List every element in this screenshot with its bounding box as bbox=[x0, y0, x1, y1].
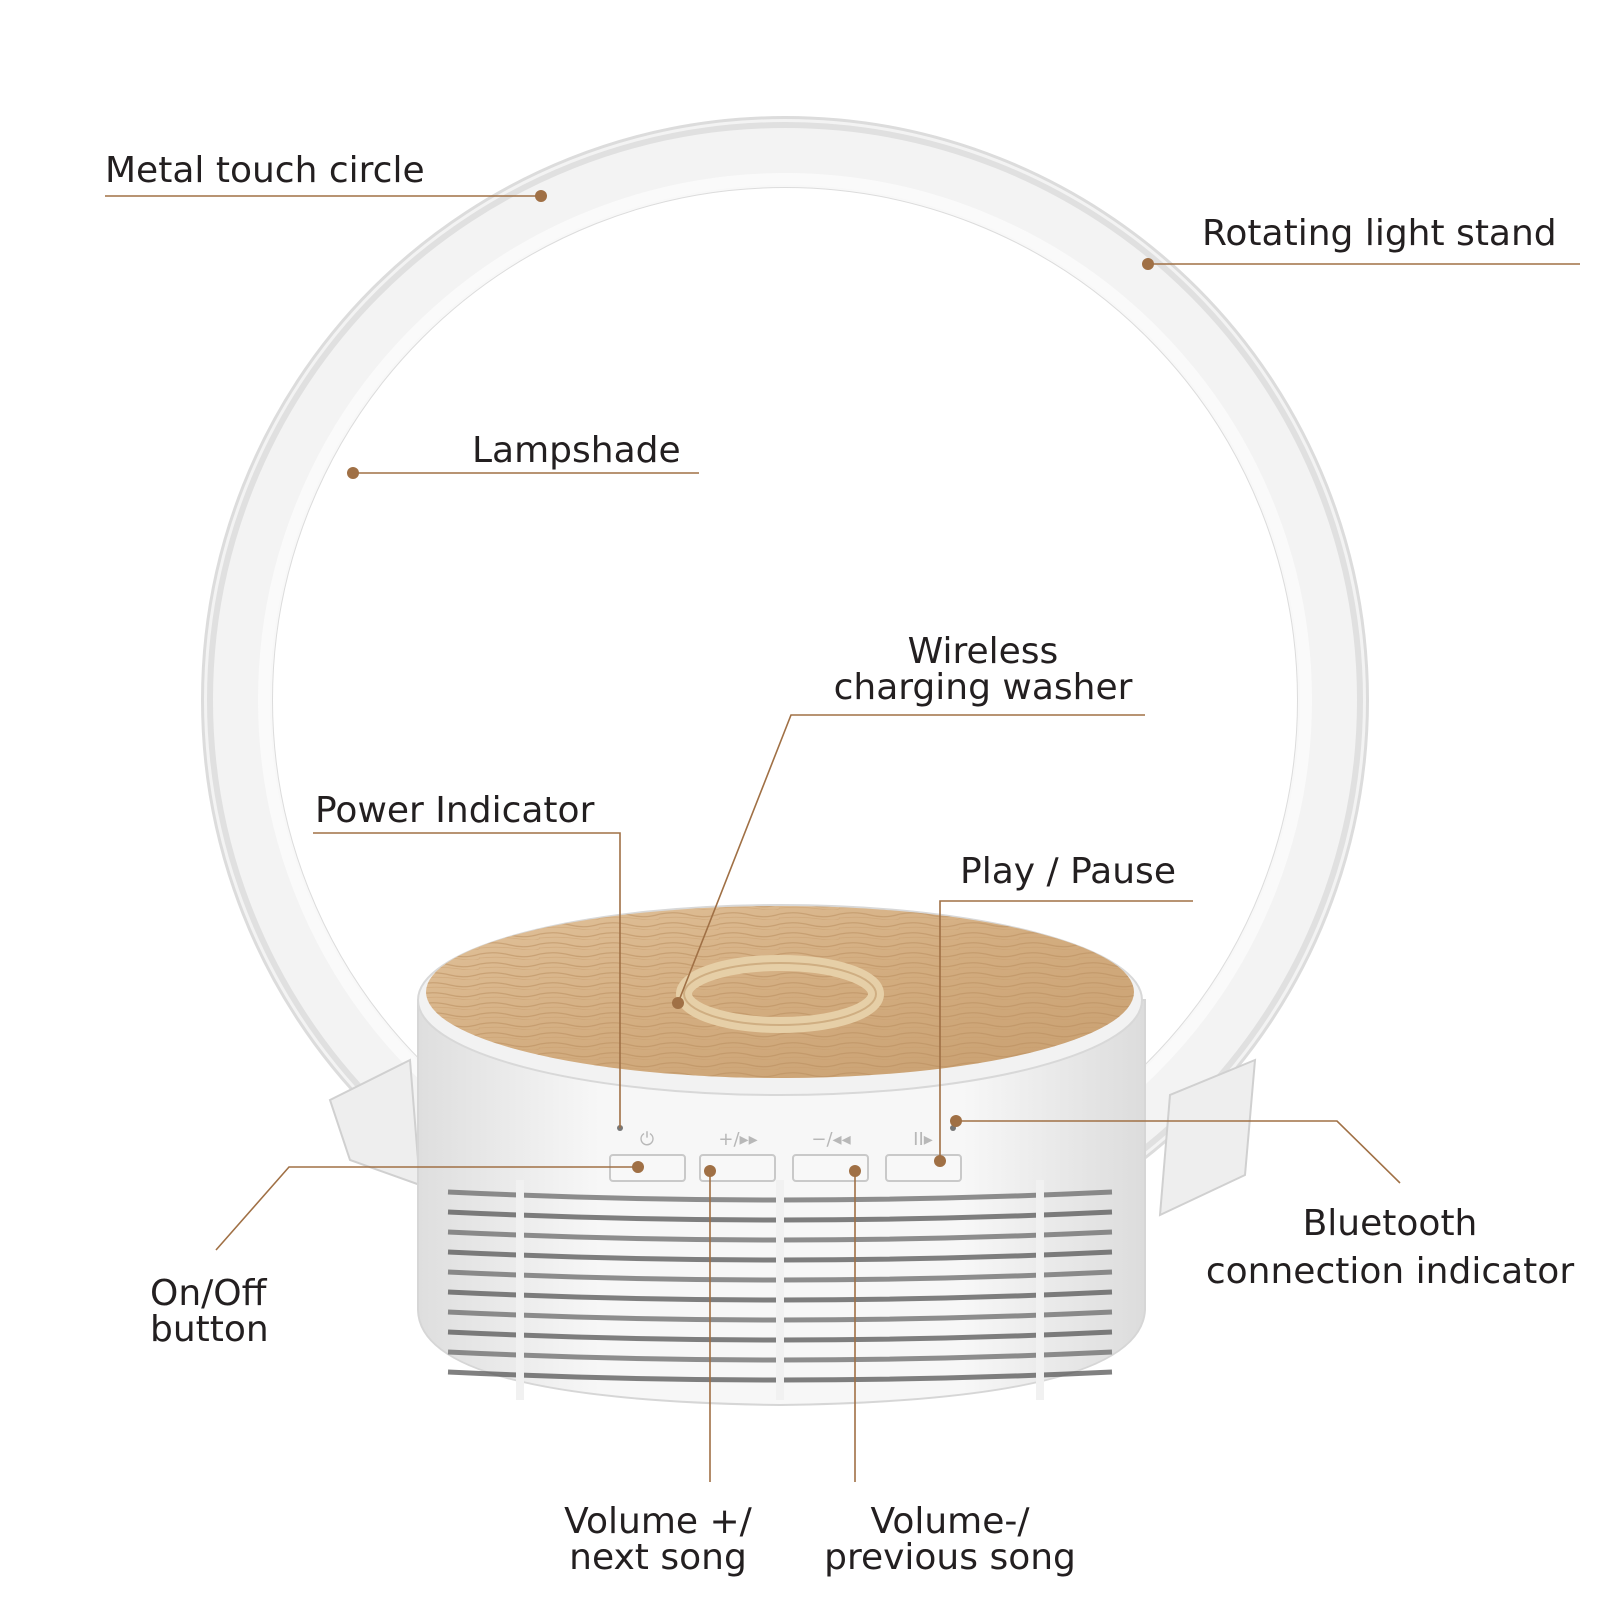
power-indicator-leader bbox=[313, 832, 621, 1128]
label-wireless-charging-washer: Wireless charging washer bbox=[833, 631, 1133, 708]
label-bluetooth-connection-indicator: Bluetooth connection indicator bbox=[1205, 1203, 1575, 1292]
play-pause-dot bbox=[934, 1155, 946, 1167]
control-buttons: ⏻ +/▸▸ −/◂◂ II▸ bbox=[609, 1125, 962, 1182]
wireless-charging-dot bbox=[672, 997, 684, 1009]
on-off-button-leader bbox=[215, 1166, 638, 1251]
on-off-button[interactable] bbox=[609, 1154, 686, 1182]
label-on-off-button: On/Off button bbox=[150, 1273, 269, 1350]
volume-plus-dot bbox=[704, 1165, 716, 1177]
speaker-grille bbox=[447, 1180, 1113, 1400]
speaker-body bbox=[417, 999, 1146, 1407]
label-metal-touch-circle: Metal touch circle bbox=[105, 150, 425, 191]
wireless-charging-leader bbox=[677, 714, 1145, 1004]
rotating-light-stand-dot bbox=[1142, 258, 1154, 270]
lampshade-dot bbox=[347, 467, 359, 479]
label-lampshade: Lampshade bbox=[472, 430, 681, 471]
metal-touch-circle-dot bbox=[535, 190, 547, 202]
power-glyph: ⏻ bbox=[640, 1129, 654, 1150]
label-rotating-light-stand: Rotating light stand bbox=[1202, 213, 1557, 254]
on-off-button-dot bbox=[632, 1161, 644, 1173]
volume-plus-glyph: +/▸▸ bbox=[718, 1129, 757, 1150]
label-play-pause: Play / Pause bbox=[960, 851, 1176, 892]
volume-plus-button[interactable] bbox=[699, 1154, 776, 1182]
play-pause-glyph: II▸ bbox=[913, 1129, 933, 1150]
label-volume-minus-previous-song: Volume-/ previous song bbox=[824, 1501, 1076, 1578]
label-volume-plus-next-song: Volume +/ next song bbox=[564, 1501, 752, 1578]
wood-top bbox=[417, 904, 1143, 1096]
grille-divider bbox=[1036, 1180, 1044, 1400]
right-hinge bbox=[1158, 1058, 1257, 1217]
callout-dots bbox=[347, 190, 1154, 1177]
volume-minus-dot bbox=[849, 1165, 861, 1177]
volume-minus-glyph: −/◂◂ bbox=[811, 1129, 850, 1150]
play-pause-leader bbox=[939, 900, 1193, 1161]
play-pause-button[interactable] bbox=[885, 1154, 962, 1182]
bluetooth-indicator-leader bbox=[956, 1120, 1401, 1184]
label-power-indicator: Power Indicator bbox=[315, 790, 595, 831]
grille-divider bbox=[776, 1180, 784, 1400]
callout-lines bbox=[105, 195, 1580, 1482]
grille-divider bbox=[516, 1180, 524, 1400]
bluetooth-indicator-dot bbox=[950, 1115, 962, 1127]
volume-minus-button[interactable] bbox=[792, 1154, 869, 1182]
